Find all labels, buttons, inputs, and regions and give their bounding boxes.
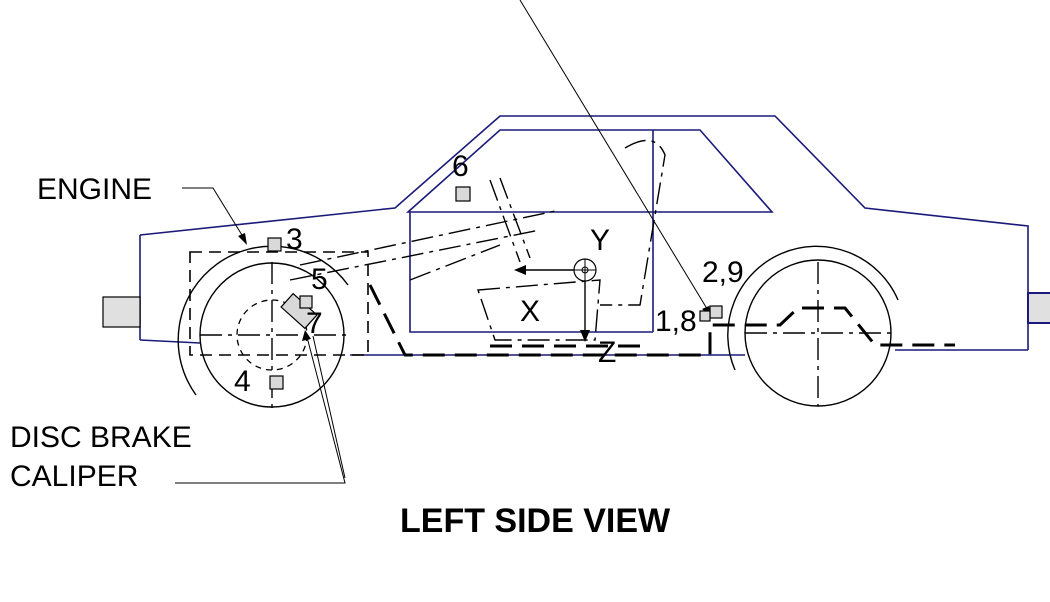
sensor-2-9: [709, 305, 723, 319]
sensor-1-8: [699, 310, 711, 322]
disc-brake-label-line1: DISC BRAKE: [10, 421, 192, 454]
seat-outlines: [289, 139, 666, 341]
coordinate-origin: [573, 258, 597, 282]
z-axis-arrow: [580, 281, 590, 342]
sensor-label-7: 7: [306, 307, 323, 340]
leader-lines: [175, 0, 712, 484]
view-title: LEFT SIDE VIEW: [400, 502, 671, 540]
sensor-label-6: 6: [452, 150, 469, 183]
car-body-outline: [139, 115, 1029, 356]
sensor-label-4: 4: [234, 365, 251, 398]
sensor-4: [269, 375, 284, 390]
sensor-5: [299, 295, 313, 309]
disc-brake-label-line2: CALIPER: [10, 460, 138, 493]
engine-label: ENGINE: [37, 173, 152, 206]
x-axis-arrow: [514, 265, 574, 275]
sensor-label-3: 3: [286, 223, 303, 256]
rear-bumper: [1027, 292, 1050, 324]
rear-wheel: [727, 245, 899, 407]
sensor-label-5: 5: [311, 263, 328, 296]
front-bumper: [102, 296, 141, 328]
engine-outline: [189, 251, 369, 356]
axis-label-x: X: [520, 295, 540, 328]
sensor-3: [267, 237, 282, 252]
sensor-label-2-9: 2,9: [702, 256, 744, 289]
axis-label-z: Z: [598, 336, 616, 369]
sensor-label-1-8: 1,8: [655, 305, 697, 338]
axis-label-y: Y: [590, 224, 610, 257]
floor-line: [368, 284, 955, 357]
sensor-6: [455, 186, 471, 202]
